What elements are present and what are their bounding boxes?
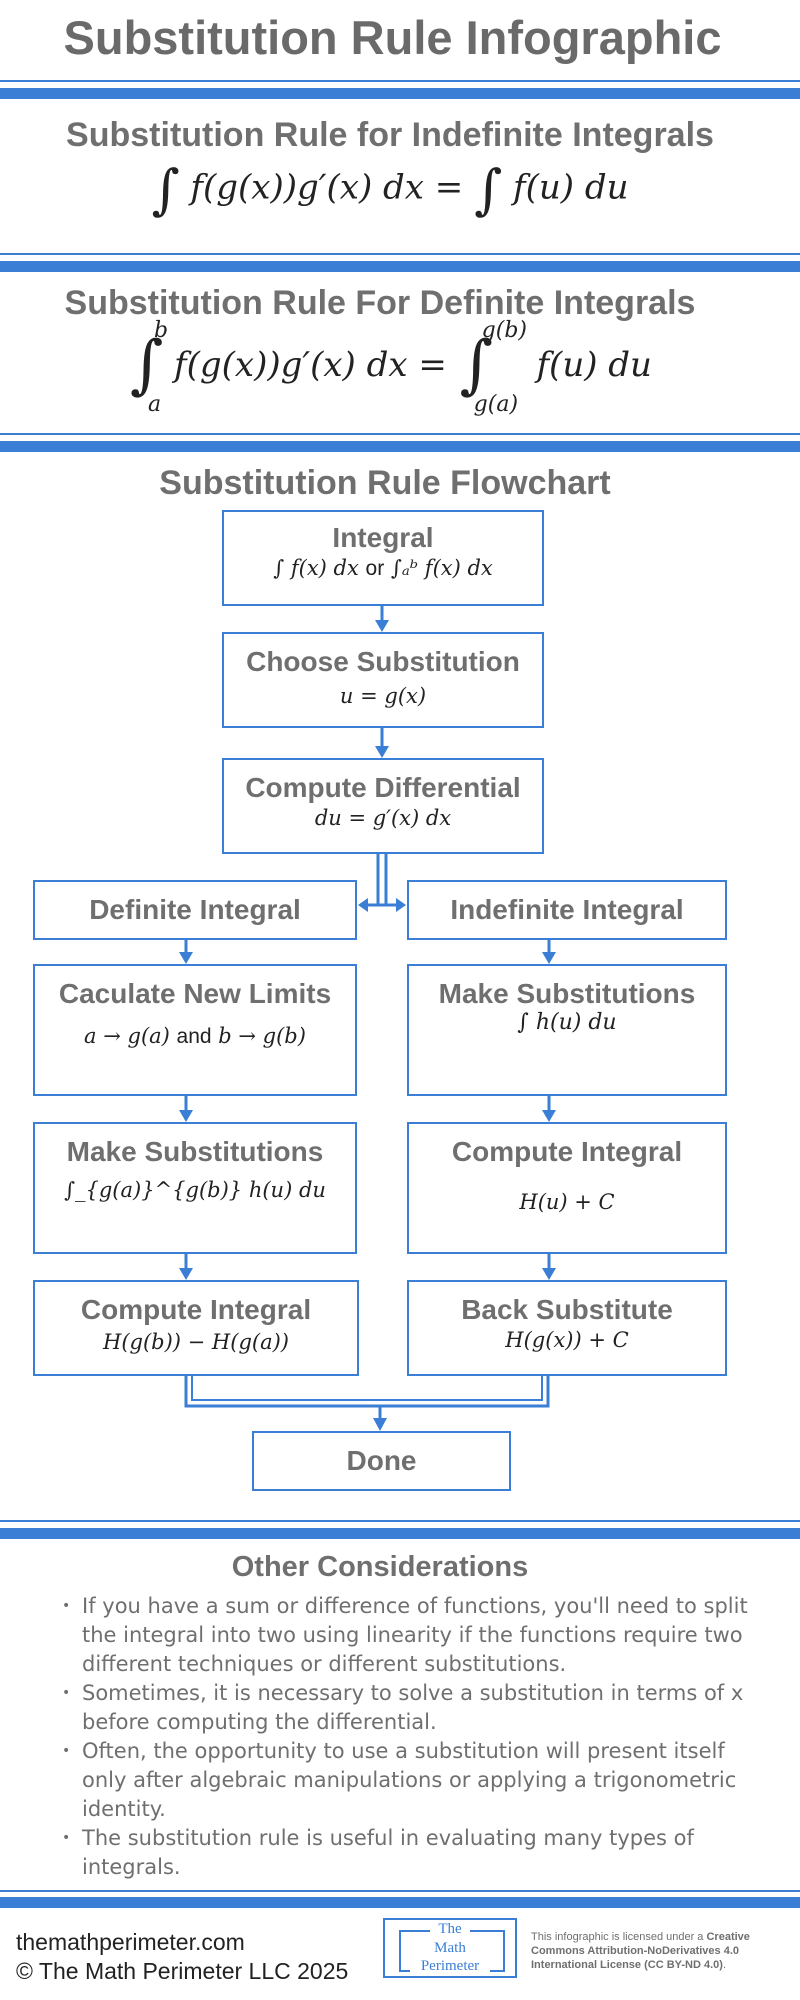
list-item: Often, the opportunity to use a substitu… xyxy=(62,1737,752,1824)
page-title: Substitution Rule Infographic xyxy=(63,11,722,64)
choose-title: Choose Substitution xyxy=(246,646,520,677)
def-compute-title: Compute Integral xyxy=(80,1294,312,1325)
indefinite-branch-title: Indefinite Integral xyxy=(450,894,684,925)
divider xyxy=(0,1897,800,1908)
considerations-heading: Other Considerations xyxy=(231,1551,529,1583)
limit-b: b → g(b) xyxy=(218,1024,306,1048)
back-sub-title: Back Substitute xyxy=(461,1294,673,1325)
definite-substitutions-box: Make Substitutions ∫_{g(a)}^{g(b)} h(u) … xyxy=(33,1122,357,1254)
license-text: This infographic is licensed under a Cre… xyxy=(531,1930,793,1972)
indefinite-compute-box: Compute Integral H(u) + C xyxy=(407,1122,727,1254)
integral-title: Integral xyxy=(332,522,434,553)
divider xyxy=(0,253,800,255)
logo-line: Math xyxy=(434,1940,466,1956)
def-subs-title: Make Substitutions xyxy=(66,1136,324,1167)
done-label: Done xyxy=(346,1445,417,1476)
choose-substitution-box: Choose Substitution u = g(x) xyxy=(222,632,544,728)
license-pre: This infographic is licensed under a xyxy=(531,1931,707,1943)
indef-compute-title: Compute Integral xyxy=(451,1136,683,1167)
done-box: Done xyxy=(252,1431,511,1491)
divider xyxy=(0,441,800,452)
divider xyxy=(0,1528,800,1539)
indefinite-heading: Substitution Rule for Indefinite Integra… xyxy=(66,116,714,154)
indef-subs-math: ∫ h(u) du xyxy=(517,1010,617,1035)
logo-line: Perimeter xyxy=(410,1958,490,1975)
indef-subs-title: Make Substitutions xyxy=(438,978,696,1009)
compute-differential-box: Compute Differential du = g′(x) dx xyxy=(222,758,544,854)
divider xyxy=(0,80,800,82)
license-link[interactable]: Creative Commons Attribution-NoDerivativ… xyxy=(531,1931,750,1971)
definite-compute-box: Compute Integral H(g(b)) − H(g(a)) xyxy=(33,1280,359,1376)
back-substitute-box: Back Substitute H(g(x)) + C xyxy=(407,1280,727,1376)
limits-and: and xyxy=(176,1025,212,1048)
divider xyxy=(0,1520,800,1522)
integral-box: Integral ∫ f(x) dx or ∫ₐᵇ f(x) dx xyxy=(222,510,544,606)
integral-math-definite: ∫ₐᵇ f(x) dx xyxy=(390,556,493,580)
list-item: Sometimes, it is necessary to solve a su… xyxy=(62,1679,752,1737)
definite-branch-title: Definite Integral xyxy=(89,894,301,925)
license-post: . xyxy=(722,1959,726,1971)
def-compute-math: H(g(b)) − H(g(a)) xyxy=(103,1330,289,1354)
choose-math: u = g(x) xyxy=(339,684,427,708)
divider xyxy=(0,88,800,99)
definite-integral-box: Definite Integral xyxy=(33,880,357,940)
integral-math: ∫ f(x) dx or ∫ₐᵇ f(x) dx xyxy=(224,556,542,581)
new-limits-box: Caculate New Limits a → g(a) and b → g(b… xyxy=(33,964,357,1096)
limit-a: a → g(a) xyxy=(84,1024,170,1048)
divider xyxy=(0,1890,800,1892)
differential-math: du = g′(x) dx xyxy=(314,806,452,830)
limits-math: a → g(a) and b → g(b) xyxy=(35,1024,355,1049)
back-sub-math: H(g(x)) + C xyxy=(505,1328,629,1352)
list-item: The substitution rule is useful in evalu… xyxy=(62,1824,752,1882)
integral-math-indefinite: ∫ f(x) dx xyxy=(273,556,359,580)
flowchart-heading: Substitution Rule Flowchart xyxy=(159,464,611,502)
indefinite-integral-box: Indefinite Integral xyxy=(407,880,727,940)
indef-compute-math: H(u) + C xyxy=(519,1190,615,1214)
indefinite-formula: ∫ f(g(x))g′(x) dx = ∫ f(u) du xyxy=(151,158,629,221)
footer-site: themathperimeter.com xyxy=(16,1929,245,1955)
logo-line: The xyxy=(430,1921,470,1938)
definite-heading: Substitution Rule For Definite Integrals xyxy=(64,284,696,322)
footer-copyright: © The Math Perimeter LLC 2025 xyxy=(16,1958,349,1984)
considerations-list: If you have a sum or difference of funct… xyxy=(62,1592,752,1882)
logo: The Math Perimeter xyxy=(383,1918,517,1978)
divider xyxy=(0,261,800,272)
def-subs-math: ∫_{g(a)}^{g(b)} h(u) du xyxy=(64,1178,326,1202)
indefinite-substitutions-box: Make Substitutions ∫ h(u) du xyxy=(407,964,727,1096)
definite-formula: ∫ b a f(g(x))g′(x) dx = ∫ g(b) g(a) f(u)… xyxy=(130,318,652,417)
differential-title: Compute Differential xyxy=(245,772,521,803)
list-item: If you have a sum or difference of funct… xyxy=(62,1592,752,1679)
integral-or: or xyxy=(365,557,385,580)
limits-title: Caculate New Limits xyxy=(58,978,332,1009)
divider xyxy=(0,433,800,435)
